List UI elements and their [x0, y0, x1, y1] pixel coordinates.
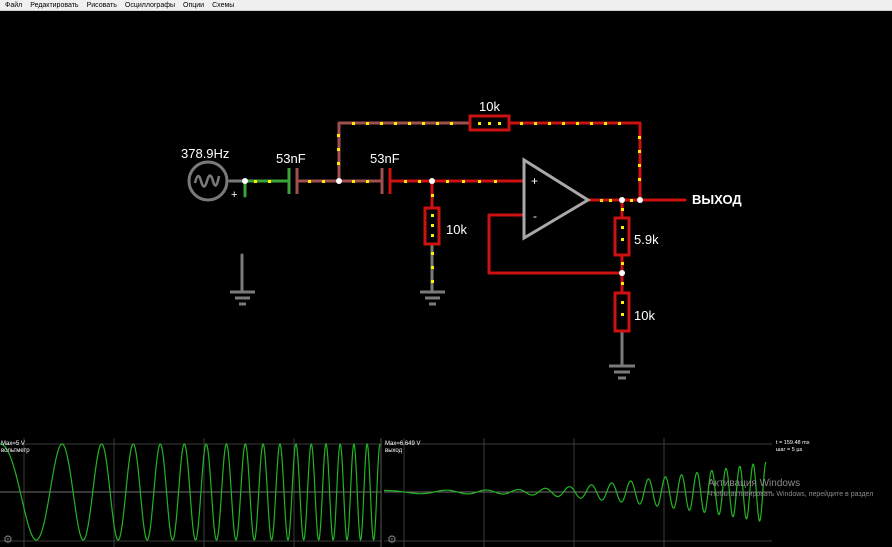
r-gain-top-label: 5.9k — [634, 232, 659, 247]
scope-2-name: выход — [385, 448, 403, 454]
scope-1-name: вольтметр — [1, 448, 30, 454]
current-dots — [254, 122, 641, 285]
scope-info: t = 159.48 ms шаг = 5 µs — [776, 440, 809, 454]
scope-2-max-label: Max=6.649 V — [385, 441, 421, 447]
inverting-feedback-wire[interactable] — [487, 213, 624, 275]
scope-2-grid — [384, 438, 772, 547]
source-plus-label: + — [231, 189, 237, 201]
r-feedback-label: 10k — [479, 99, 500, 114]
ac-source[interactable] — [187, 160, 229, 202]
ground-output[interactable] — [609, 364, 635, 380]
resistor-gain-bottom[interactable] — [613, 291, 631, 333]
scope-2-trace — [384, 461, 767, 522]
scope-1-gear-icon[interactable]: ⚙ — [3, 533, 13, 546]
scope-1-max-label: Max=5 V — [1, 441, 25, 447]
cap2-label: 53nF — [370, 151, 400, 166]
cap1-label: 53nF — [276, 151, 306, 166]
r-shunt-label: 10k — [446, 222, 467, 237]
scope-step: шаг = 5 µs — [776, 447, 803, 453]
output-label: ВЫХОД — [692, 192, 742, 207]
menu-edit[interactable]: Редактировать — [30, 1, 79, 9]
ground-shunt[interactable] — [420, 290, 445, 306]
scopes-area: Max=5 V вольтметр ⚙ Max=6.649 V выход ⚙ … — [0, 438, 892, 547]
scope-1-trace — [0, 442, 381, 542]
r-gain-bottom-label: 10k — [634, 308, 655, 323]
opamp-plus-label: + — [531, 174, 538, 188]
opamp-minus-label: - — [533, 209, 537, 223]
capacitor-1[interactable] — [287, 168, 299, 194]
scope-time: t = 159.48 ms — [776, 440, 810, 446]
menu-file[interactable]: Файл — [5, 1, 23, 9]
resistor-feedback[interactable] — [468, 114, 511, 132]
menu-bar: Файл Редактировать Рисовать Осциллографы… — [0, 0, 892, 11]
sine-wave-icon — [193, 174, 221, 188]
source-frequency-label: 378.9Hz — [181, 146, 229, 161]
ground-left[interactable] — [230, 290, 255, 306]
menu-circuits[interactable]: Схемы — [212, 1, 235, 9]
menu-draw[interactable]: Рисовать — [86, 1, 117, 9]
resistor-shunt[interactable] — [423, 206, 441, 246]
junction-dots — [242, 178, 643, 276]
watermark-title: Активация Windows — [708, 478, 801, 489]
scope-voltmeter[interactable]: Max=5 V вольтметр ⚙ — [0, 438, 382, 547]
feedback-wire-right[interactable] — [507, 121, 642, 202]
resistor-gain-top[interactable] — [613, 216, 631, 257]
scope-output[interactable]: Max=6.649 V выход ⚙ — [384, 438, 772, 547]
capacitor-2[interactable] — [380, 168, 392, 194]
scope-2-gear-icon[interactable]: ⚙ — [387, 533, 397, 546]
menu-options[interactable]: Опции — [183, 1, 205, 9]
feedback-wire-left[interactable] — [337, 121, 472, 183]
op-amp[interactable] — [522, 157, 591, 241]
circuit-canvas[interactable]: 378.9Hz + 53nF 53nF 10k 10k 5.9k 10k + -… — [0, 12, 892, 438]
menu-scopes[interactable]: Осциллографы — [124, 1, 176, 9]
windows-activation-watermark: Активация Windows Чтобы активировать Win… — [708, 478, 873, 499]
watermark-subtitle: Чтобы активировать Windows, перейдите в … — [708, 491, 874, 498]
